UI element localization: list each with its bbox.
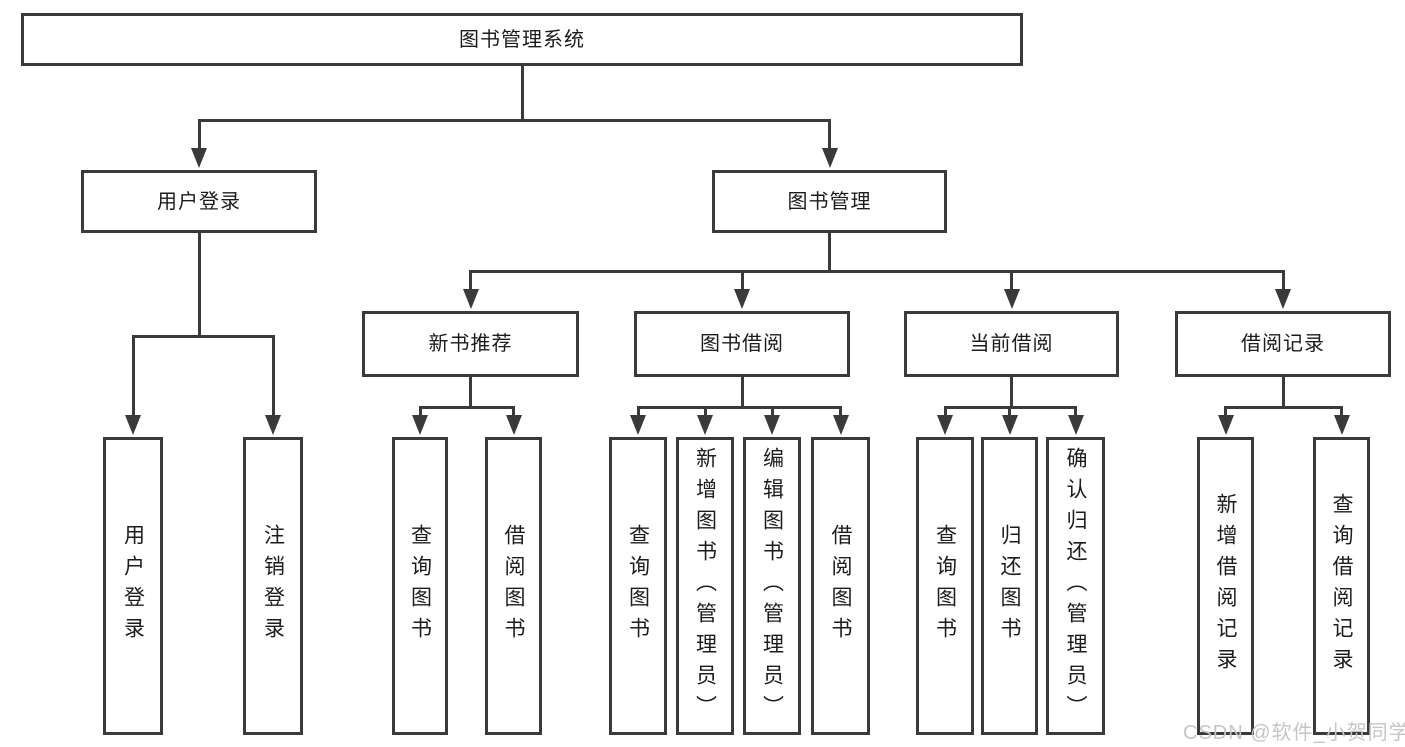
node-borrow-books-borrowing: 借阅图书 <box>811 437 870 735</box>
arrow-down-icon <box>1067 415 1084 435</box>
connector-stem-borrowing-records <box>1281 377 1285 409</box>
connector-shaft-query-books-recommend <box>418 406 422 421</box>
arrow-down-icon <box>630 415 646 435</box>
node-label-edit-books-admin: 编辑图书（管理员） <box>760 446 784 726</box>
node-label-return-books: 归还图书 <box>998 524 1021 648</box>
node-label-borrowing-records: 借阅记录 <box>1241 333 1325 355</box>
node-edit-books-admin: 编辑图书（管理员） <box>743 437 801 735</box>
connector-bar-book-borrowing <box>636 406 842 409</box>
connector-stem-user-login <box>197 233 201 338</box>
node-label-query-books-current: 查询图书 <box>933 524 957 648</box>
node-label-add-books-admin: 新增图书（管理员） <box>693 446 717 726</box>
csdn-watermark: CSDN @软件_小贺同学 <box>1183 722 1405 744</box>
node-label-logout-action: 注销登录 <box>261 524 285 648</box>
arrow-down-icon <box>1275 289 1291 309</box>
connector-stem-current-borrowing <box>1010 377 1013 409</box>
node-query-books-current: 查询图书 <box>916 437 974 735</box>
node-book-management: 图书管理 <box>712 170 947 233</box>
connector-shaft-query-books-current <box>943 406 947 421</box>
connector-shaft-confirm-return-admin <box>1074 406 1077 421</box>
node-label-new-book-recommendation: 新书推荐 <box>428 333 513 355</box>
node-current-borrowing: 当前借阅 <box>904 311 1119 377</box>
arrow-down-icon <box>265 415 281 435</box>
arrow-down-icon <box>937 415 953 435</box>
arrow-down-icon <box>1333 415 1350 435</box>
node-borrowing-records: 借阅记录 <box>1175 311 1391 377</box>
connector-shaft-return-books <box>1008 406 1011 421</box>
connector-bar-root <box>197 119 831 122</box>
arrow-down-icon <box>505 415 522 435</box>
node-label-query-books-recommend: 查询图书 <box>408 524 432 648</box>
connector-shaft-user-login-action <box>131 335 135 421</box>
node-confirm-return-admin: 确认归还（管理员） <box>1046 437 1105 735</box>
arrow-down-icon <box>734 289 750 309</box>
node-label-query-books-borrowing: 查询图书 <box>626 524 650 648</box>
node-new-book-recommendation: 新书推荐 <box>362 311 579 377</box>
connector-bar-user-login <box>131 335 275 338</box>
connector-bar-borrowing-records <box>1224 406 1343 409</box>
node-return-books: 归还图书 <box>981 437 1038 735</box>
node-logout-action: 注销登录 <box>243 437 303 735</box>
node-label-book-borrowing: 图书借阅 <box>700 333 784 355</box>
connector-stem-root <box>520 66 524 122</box>
arrow-down-icon <box>462 289 479 309</box>
node-label-root: 图书管理系统 <box>459 28 585 51</box>
connector-shaft-edit-books-admin <box>770 406 774 421</box>
connector-stem-book-borrowing <box>740 377 744 409</box>
node-label-current-borrowing: 当前借阅 <box>969 333 1054 355</box>
arrow-down-icon <box>412 415 428 435</box>
node-user-login-action: 用户登录 <box>103 437 163 735</box>
node-add-borrowing-record: 新增借阅记录 <box>1197 437 1254 735</box>
arrow-down-icon <box>1001 415 1018 435</box>
connector-shaft-book-borrowing <box>740 270 744 295</box>
connector-shaft-logout-action <box>271 335 275 421</box>
arrow-down-icon <box>821 148 838 168</box>
connector-shaft-borrowing-records <box>1281 270 1285 295</box>
node-label-confirm-return-admin: 确认归还（管理员） <box>1064 446 1087 726</box>
arrow-down-icon <box>1217 415 1234 435</box>
arrow-down-icon <box>764 415 780 435</box>
node-user-login: 用户登录 <box>81 170 317 233</box>
node-query-books-recommend: 查询图书 <box>392 437 448 735</box>
connector-shaft-current-borrowing <box>1010 270 1013 295</box>
node-borrow-books-recommend: 借阅图书 <box>485 437 542 735</box>
arrow-down-icon <box>832 415 849 435</box>
arrow-down-icon <box>697 415 713 435</box>
connector-shaft-new-book-recommendation <box>469 270 472 295</box>
connector-bar-book-management <box>469 270 1285 273</box>
node-root: 图书管理系统 <box>21 13 1023 66</box>
connector-stem-new-book-recommendation <box>469 377 472 409</box>
connector-shaft-query-borrowing-record <box>1340 406 1343 421</box>
node-book-borrowing: 图书借阅 <box>634 311 850 377</box>
node-label-borrow-books-recommend: 借阅图书 <box>502 524 525 648</box>
node-label-user-login-action: 用户登录 <box>121 524 145 648</box>
node-label-book-management: 图书管理 <box>787 190 872 213</box>
connector-shaft-add-books-admin <box>703 406 707 421</box>
connector-shaft-query-books-borrowing <box>636 406 640 421</box>
node-label-user-login: 用户登录 <box>157 190 241 213</box>
connector-shaft-book-management <box>828 119 831 154</box>
connector-bar-new-book-recommendation <box>418 406 515 409</box>
connector-stem-book-management <box>828 233 831 273</box>
node-add-books-admin: 新增图书（管理员） <box>676 437 734 735</box>
arrow-down-icon <box>125 415 141 435</box>
arrow-down-icon <box>1003 289 1020 309</box>
node-label-add-borrowing-record: 新增借阅记录 <box>1214 493 1237 679</box>
node-label-borrow-books-borrowing: 借阅图书 <box>829 524 852 648</box>
node-query-books-borrowing: 查询图书 <box>609 437 667 735</box>
arrow-down-icon <box>191 148 207 168</box>
node-query-borrowing-record: 查询借阅记录 <box>1313 437 1370 735</box>
connector-shaft-borrow-books-borrowing <box>839 406 842 421</box>
connector-shaft-add-borrowing-record <box>1224 406 1227 421</box>
connector-shaft-borrow-books-recommend <box>512 406 515 421</box>
node-label-query-borrowing-record: 查询借阅记录 <box>1330 493 1353 679</box>
connector-shaft-user-login <box>197 119 201 154</box>
